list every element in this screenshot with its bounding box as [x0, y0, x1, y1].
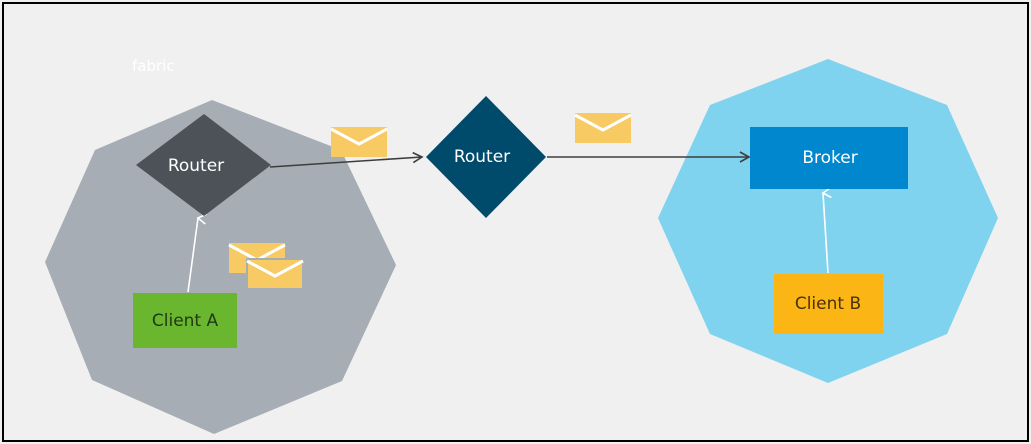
fabric-octagon — [45, 100, 396, 434]
client-a-label: Client A — [152, 311, 219, 331]
message-envelope-icon — [574, 113, 632, 143]
broker-node — [750, 127, 908, 189]
router-label-fabric: Router — [168, 156, 224, 176]
router-node-fabric — [136, 114, 271, 216]
client-b-node — [774, 274, 883, 334]
router-node-intermediate — [426, 96, 546, 218]
broker-label: Broker — [802, 148, 857, 168]
fabric-label: fabric — [132, 57, 175, 75]
arrow-client-b-to-broker — [821, 186, 832, 274]
client-b-label: Client B — [795, 294, 861, 314]
broker-network-octagon — [658, 59, 998, 383]
message-envelope-icon — [246, 258, 304, 290]
client-a-node — [133, 293, 237, 348]
message-envelope-icon — [330, 127, 388, 157]
arrow-router-to-router — [269, 151, 424, 168]
router-label-intermediate: Router — [454, 147, 510, 167]
arrow-client-a-to-router — [187, 213, 207, 293]
